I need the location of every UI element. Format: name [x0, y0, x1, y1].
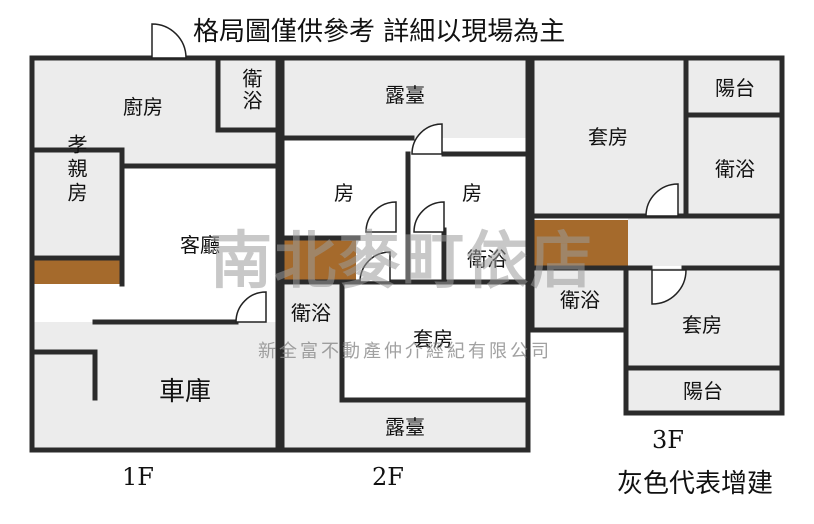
- door-f3-suite-bottom: [651, 269, 687, 305]
- f2-floor-label: 2F: [372, 463, 404, 491]
- f3-suite-bottom-label: 套房: [682, 313, 722, 337]
- f3-extension-corridor: [628, 218, 782, 266]
- watermark-company: 新全富不動產仲介經紀有限公司: [258, 341, 552, 362]
- stairs: [34, 220, 628, 284]
- f1-living-label: 客廳: [180, 233, 220, 257]
- f1-garage-label: 車庫: [159, 377, 211, 407]
- f2-room-b-label: 房: [462, 181, 482, 205]
- f3-extension-bath: [532, 268, 626, 330]
- f1-kitchen-label: 廚房: [123, 95, 163, 119]
- doors: [151, 23, 687, 323]
- f2-extension-bath: [282, 285, 342, 333]
- door-f2-bath: [359, 251, 391, 283]
- f1-extension-bottom: [32, 322, 278, 450]
- f3-bath-top-label: 衛浴: [715, 157, 755, 181]
- door-entry-top: [151, 23, 187, 59]
- f1-elder-room-label: 孝親房: [64, 134, 88, 206]
- f2-terrace-top-label: 露臺: [385, 83, 425, 107]
- f3-balcony-top-label: 陽台: [715, 76, 755, 100]
- door-f2-room-a: [365, 201, 397, 233]
- f2-extension-terrace-top: [282, 58, 528, 138]
- door-f3-bath-top: [645, 183, 679, 217]
- door-f2-room-b: [413, 201, 445, 233]
- f2-interior-walls: [279, 135, 531, 403]
- f2-stair: [284, 240, 356, 280]
- f2-room-a-label: 房: [334, 181, 354, 205]
- f1-floor-label: 1F: [122, 463, 154, 491]
- f3-balcony-bottom-label: 陽台: [683, 379, 723, 403]
- f1-interior-walls: [29, 55, 281, 401]
- f1-extension-elder-room: [32, 150, 122, 255]
- f1-bath-label: 衛浴: [239, 68, 263, 112]
- f3-extension-suite: [532, 58, 782, 216]
- f2-terrace-bottom-label: 露臺: [385, 415, 425, 439]
- f2-bath-b-label: 衛浴: [467, 247, 507, 271]
- f2-bath-a-label: 衛浴: [291, 301, 331, 325]
- f3-bath-mid-label: 衛浴: [560, 288, 600, 312]
- f2-outer-wall: [279, 55, 531, 453]
- f2-extension-left: [282, 330, 342, 450]
- f1-extension-bath: [218, 58, 278, 130]
- f1-stair: [34, 258, 122, 284]
- f3-suite-top-label: 套房: [588, 125, 628, 149]
- f3-stair: [534, 220, 628, 266]
- watermark-brand: 南北麥町依店: [210, 224, 594, 297]
- f2-suite-label: 套房: [413, 327, 453, 351]
- layout-disclaimer: 格局圖僅供參考 詳細以現場為主: [193, 17, 565, 47]
- door-f1-living: [235, 291, 267, 323]
- door-f2-terrace: [411, 123, 443, 155]
- legend-extension-note: 灰色代表增建: [617, 469, 773, 499]
- extension-areas: [32, 58, 782, 450]
- f3-floor-label: 3F: [652, 426, 684, 454]
